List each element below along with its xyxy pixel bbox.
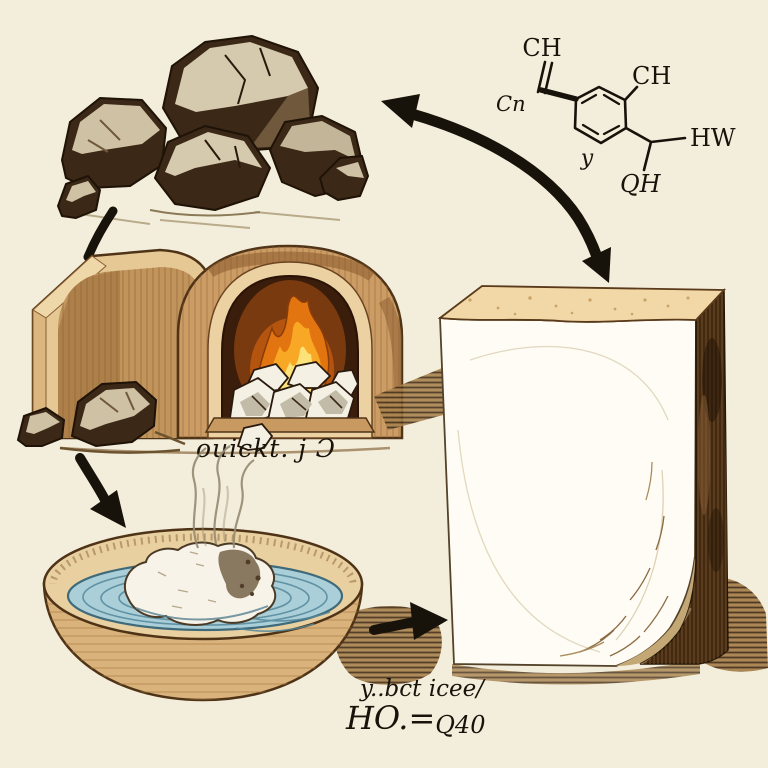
arrowhead-icon: [410, 602, 448, 640]
wedge-bond: [538, 87, 579, 102]
formula-main: HO.=: [345, 699, 435, 737]
chem-label-ring: y: [580, 146, 594, 171]
arrowhead-icon: [582, 247, 611, 283]
steam-icon: [191, 445, 255, 549]
rock: [70, 380, 158, 448]
block-top-speckles: [468, 296, 690, 316]
bond: [623, 85, 639, 102]
product-caption: y..bct icee/: [359, 676, 486, 702]
kiln-caption: ouickt. j Ɔ: [196, 434, 336, 463]
chem-label-bottom: QH: [620, 170, 662, 198]
burning-kiln: [176, 244, 404, 451]
chemical-structure: CH Cn CH HW QH y: [496, 34, 736, 198]
rock: [319, 155, 369, 201]
rock: [57, 175, 101, 219]
kiln-front-rocks: [16, 380, 186, 454]
block-top-face: [437, 285, 727, 323]
chem-label-vinyl: CH: [522, 34, 561, 62]
block-shadow-under: [452, 660, 700, 685]
block-front-sketch: [457, 345, 669, 653]
rock: [162, 35, 319, 153]
rock: [269, 115, 363, 197]
kiln-sill: [204, 417, 376, 433]
rock: [16, 406, 66, 447]
chem-label-top-right: CH: [632, 62, 671, 90]
rock: [154, 125, 271, 211]
vinyl-double-bond: [536, 60, 554, 95]
lime-block: [437, 285, 768, 685]
cycle-arrow: [381, 94, 611, 283]
arrow-kiln-to-bowl: [75, 453, 126, 528]
chem-label-right: HW: [690, 124, 736, 152]
arrow-bowl-to-block: [369, 602, 448, 640]
slaking-bowl: [42, 445, 364, 702]
product-formula: HO.=Q40: [345, 699, 485, 739]
limestone-rock-pile: [57, 35, 369, 229]
rocks-to-kiln-connector: [83, 206, 118, 262]
lime-lump: [123, 541, 277, 626]
formula-subscript: Q40: [435, 711, 485, 739]
rock: [61, 97, 167, 189]
quicklime-stones: [229, 361, 359, 425]
arrowhead-icon: [381, 94, 420, 128]
arrowhead-icon: [90, 490, 126, 528]
chem-label-left: Cn: [496, 92, 526, 116]
bond: [624, 126, 687, 172]
dropped-stone: [236, 423, 274, 451]
rock-shadow-hatch: [79, 209, 341, 229]
block-erosion-strokes: [559, 461, 669, 657]
